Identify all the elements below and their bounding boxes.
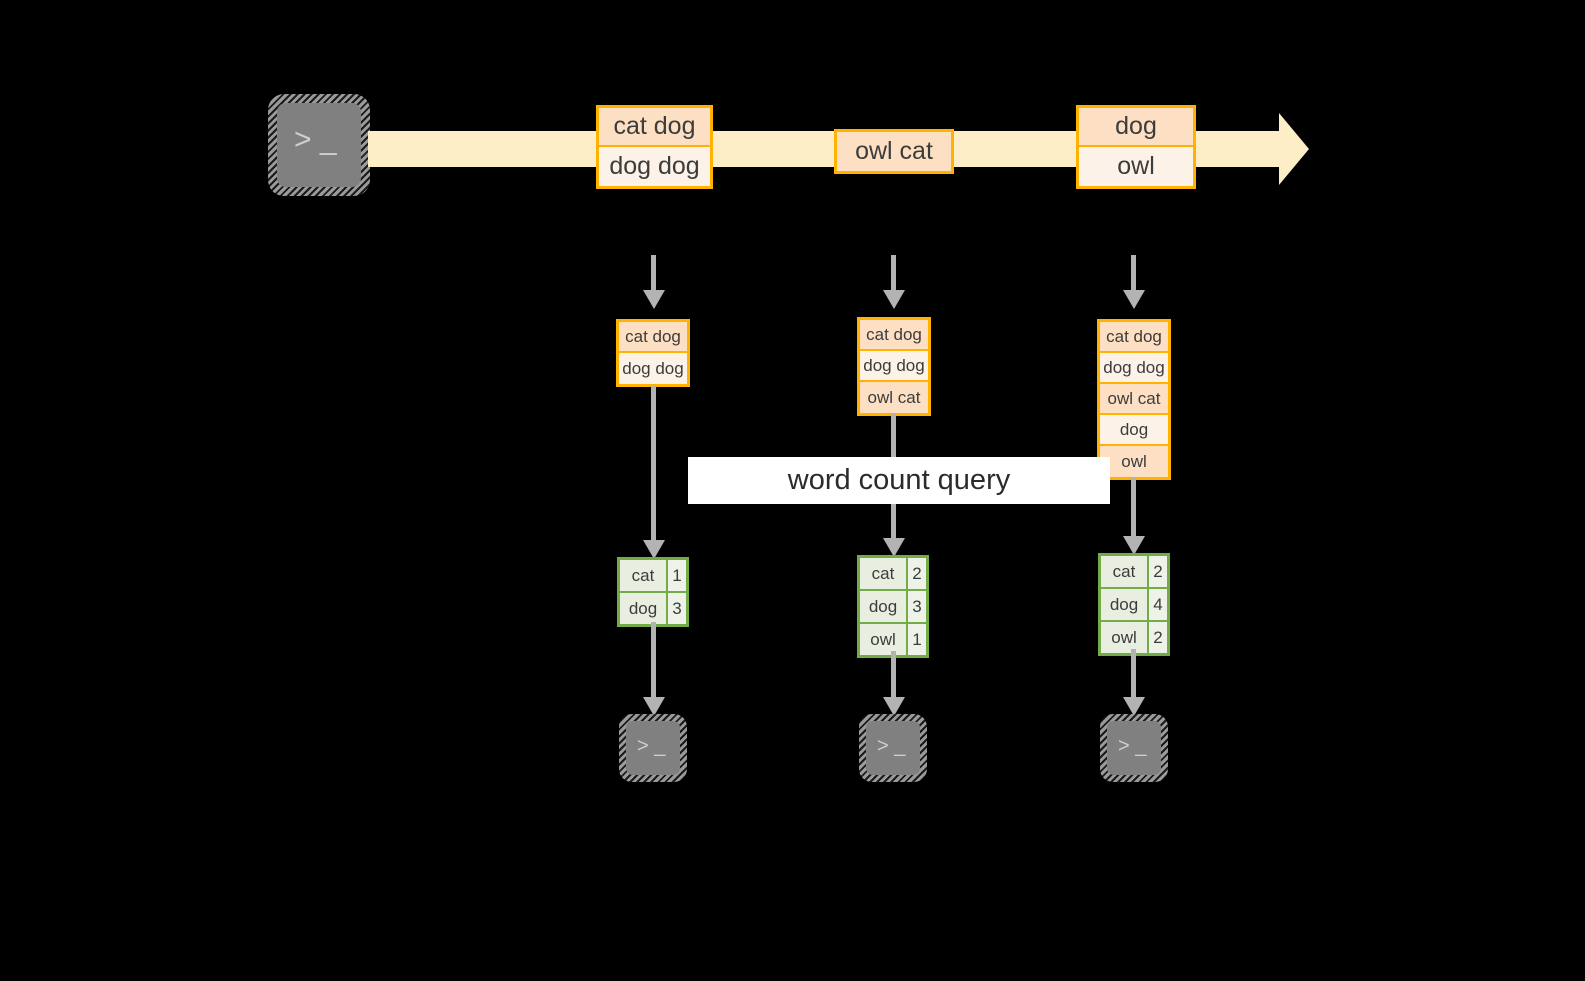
state-row: owl cat [860, 382, 928, 413]
terminal-prompt-glyph: > _ [1118, 735, 1147, 757]
timeline-event-box: cat dog dog dog [596, 105, 713, 189]
result-count: 2 [1149, 622, 1167, 653]
result-table: cat 2 dog 4 owl 2 [1098, 553, 1170, 656]
result-word: dog [1101, 589, 1149, 620]
result-count: 1 [668, 560, 686, 591]
state-row: dog dog [860, 351, 928, 382]
result-word: cat [860, 558, 908, 589]
result-count: 1 [908, 624, 926, 655]
state-to-result-arrow [1131, 477, 1136, 539]
state-row: dog dog [1100, 353, 1168, 384]
terminal-prompt-glyph: > _ [877, 735, 906, 757]
timeline-event-line: dog dog [599, 147, 710, 186]
result-word: dog [860, 591, 908, 622]
state-row: dog [1100, 415, 1168, 446]
table-row: cat 1 [620, 560, 686, 593]
trigger-arrow-dashed [651, 255, 656, 293]
trigger-arrow-head-icon [1123, 290, 1145, 309]
result-to-sink-arrow [891, 651, 896, 700]
result-word: dog [620, 593, 668, 624]
state-to-result-arrow-head-icon [1123, 536, 1145, 555]
terminal-screen: > _ [1107, 721, 1161, 775]
terminal-screen: > _ [866, 721, 920, 775]
sink-terminal-icon: > _ [619, 714, 687, 782]
timeline-event-line: owl cat [837, 132, 951, 171]
state-row: owl cat [1100, 384, 1168, 415]
state-to-result-arrow-head-icon [643, 540, 665, 559]
result-count: 3 [908, 591, 926, 622]
terminal-prompt-glyph: > _ [637, 735, 666, 757]
result-count: 2 [1149, 556, 1167, 587]
trigger-arrow-head-icon [883, 290, 905, 309]
timeline-event-box: owl cat [834, 129, 954, 174]
sink-terminal-icon: > _ [1100, 714, 1168, 782]
timeline-event-box: dog owl [1076, 105, 1196, 189]
result-to-sink-arrow-head-icon [643, 697, 665, 716]
state-row: cat dog [1100, 322, 1168, 353]
terminal-screen: > _ [626, 721, 680, 775]
table-row: dog 3 [860, 591, 926, 624]
result-word: owl [1101, 622, 1149, 653]
trigger-arrow-dashed [891, 255, 896, 293]
table-row: dog 3 [620, 593, 686, 624]
trigger-arrow-head-icon [643, 290, 665, 309]
timeline-event-line: cat dog [599, 108, 710, 147]
result-word: cat [1101, 556, 1149, 587]
sink-terminal-icon: > _ [859, 714, 927, 782]
state-table: cat dog dog dog owl cat dog owl [1097, 319, 1171, 480]
result-table: cat 2 dog 3 owl 1 [857, 555, 929, 658]
timeline-event-line: owl [1079, 147, 1193, 186]
result-to-sink-arrow [1131, 649, 1136, 700]
table-row: dog 4 [1101, 589, 1167, 622]
result-to-sink-arrow-head-icon [883, 697, 905, 716]
state-row: cat dog [860, 320, 928, 351]
result-word: cat [620, 560, 668, 591]
state-table: cat dog dog dog owl cat [857, 317, 931, 416]
timeline-arrow-head-icon [1279, 113, 1309, 185]
result-count: 2 [908, 558, 926, 589]
table-row: cat 2 [1101, 556, 1167, 589]
result-table: cat 1 dog 3 [617, 557, 689, 627]
state-table: cat dog dog dog [616, 319, 690, 387]
query-label-background [688, 457, 1110, 504]
result-count: 3 [668, 593, 686, 624]
timeline-event-line: dog [1079, 108, 1193, 147]
state-row: dog dog [619, 353, 687, 384]
source-terminal-icon: > _ [268, 94, 370, 196]
result-to-sink-arrow-head-icon [1123, 697, 1145, 716]
terminal-prompt-glyph: > _ [294, 123, 337, 156]
state-row: cat dog [619, 322, 687, 353]
table-row: owl 1 [860, 624, 926, 655]
trigger-arrow-dashed [1131, 255, 1136, 293]
terminal-screen: > _ [277, 103, 361, 187]
table-row: cat 2 [860, 558, 926, 591]
result-to-sink-arrow [651, 622, 656, 700]
state-to-result-arrow-head-icon [883, 538, 905, 557]
table-row: owl 2 [1101, 622, 1167, 653]
page-title: word count query [787, 464, 1011, 496]
state-row: owl [1100, 446, 1168, 477]
result-word: owl [860, 624, 908, 655]
state-to-result-arrow [651, 385, 656, 543]
result-count: 4 [1149, 589, 1167, 620]
